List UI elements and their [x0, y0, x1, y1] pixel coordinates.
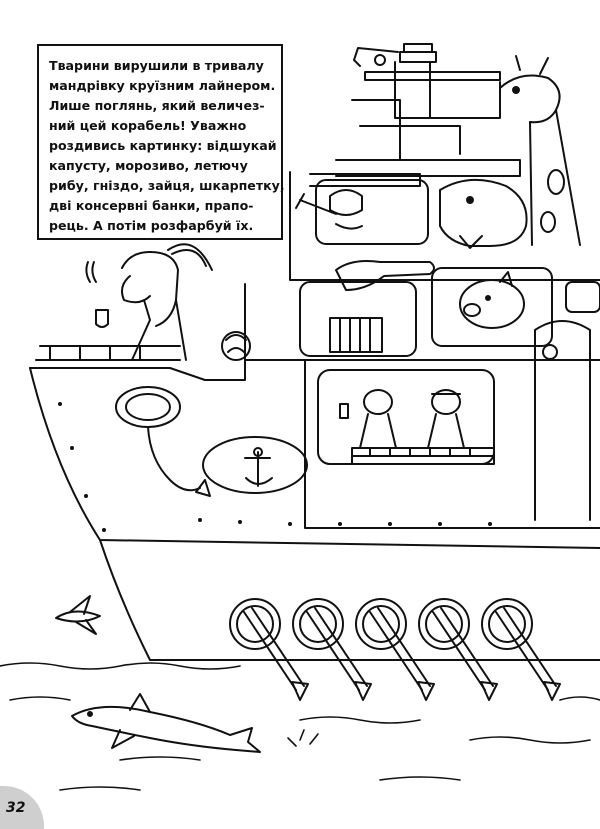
two-birds-in-window — [339, 389, 495, 465]
story-line: роздивись картинку: відшукай — [49, 138, 277, 153]
story-line: дві консервні банки, прапо- — [49, 198, 254, 213]
hippo — [439, 178, 528, 249]
hull — [29, 345, 600, 661]
story-line: рибу, гніздо, зайця, шкарпетку, — [49, 178, 285, 193]
story-line: рець. А потім розфарбуй їх. — [49, 218, 254, 233]
ship-superstructure — [244, 171, 600, 529]
story-line: Лише поглянь, який величез- — [49, 98, 265, 113]
page-number: 32 — [6, 800, 26, 816]
story-line: мандрівку круїзним лайнером. — [49, 78, 276, 93]
story-line: капусту, морозиво, летючу — [49, 158, 248, 173]
mast — [335, 43, 521, 177]
water — [0, 662, 600, 791]
cabbage — [221, 331, 251, 361]
story-line: Тварини вирушили в тривалу — [49, 58, 264, 73]
portholes-with-oars — [229, 598, 561, 701]
sailor-with-telescope — [295, 189, 363, 230]
crocodile-with-accordion — [329, 260, 435, 353]
flying-fish — [55, 595, 101, 635]
giraffe — [499, 55, 581, 246]
story-textbox: Тварини вирушили в тривалу мандрівку кру… — [37, 44, 285, 240]
pig — [459, 271, 525, 329]
dolphin — [71, 693, 261, 753]
hull-rivets — [58, 402, 492, 532]
goat — [85, 243, 213, 361]
story-line: ний цей корабель! Уважно — [49, 118, 247, 133]
